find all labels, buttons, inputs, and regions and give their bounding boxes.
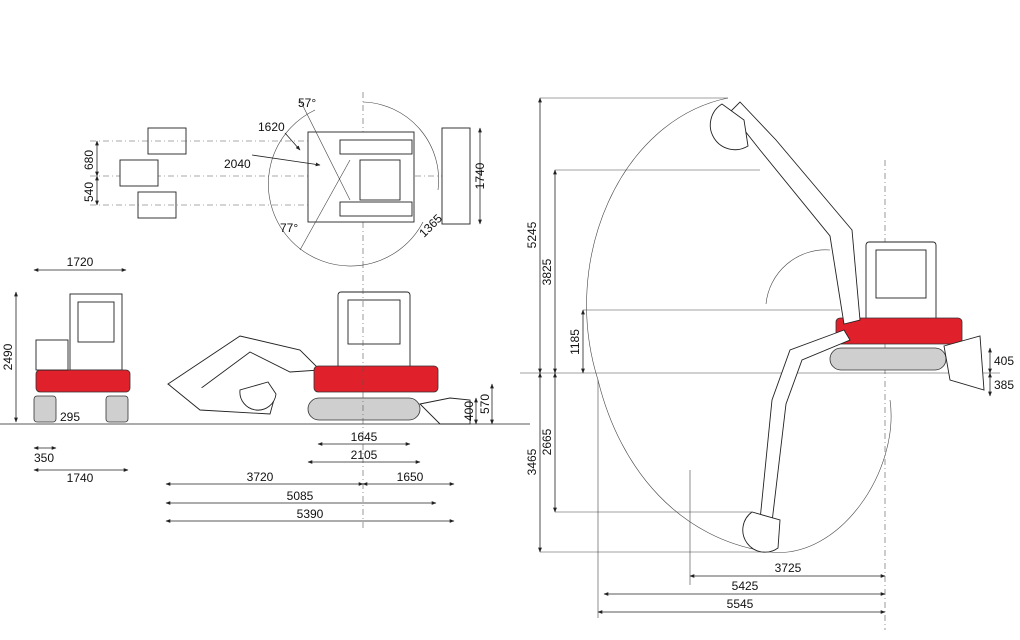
dim-295: 295 (60, 410, 80, 424)
side-boom (166, 335, 322, 393)
boom-angle-line-2 (299, 159, 351, 251)
side-dozer-blade (419, 397, 471, 425)
boom-angle-line (299, 99, 351, 201)
angle-77: 77° (280, 221, 298, 235)
dim-2490: 2490 (1, 343, 15, 370)
bucket-center (119, 159, 159, 187)
dozer-blade-top (441, 127, 471, 225)
swing-arc (268, 109, 424, 267)
boom-raised (729, 101, 861, 325)
dim-1740-top: 1740 (473, 162, 487, 189)
front-view: 1720 2490 295 350 1740 (0, 255, 530, 485)
front-engine-hood (35, 339, 69, 371)
dim-1185: 1185 (568, 329, 582, 355)
dim-5390: 5390 (297, 507, 324, 521)
angle-57: 57° (298, 96, 316, 110)
side-view: 1645 2105 3720 1650 5085 5390 400 570 (165, 262, 494, 530)
track-top-outline (339, 139, 413, 155)
working-range-view: 5245 3825 1185 3465 2665 405 385 3725 54… (520, 97, 1014, 630)
inner-envelope (765, 249, 831, 305)
dim-680: 680 (82, 150, 96, 170)
dim-3720: 3720 (247, 470, 274, 484)
dim-5545: 5545 (727, 597, 754, 611)
bucket-raised (709, 103, 749, 151)
dim-3465: 3465 (525, 448, 539, 475)
range-track (829, 347, 947, 371)
dim-1645: 1645 (351, 430, 378, 444)
dim-1620: 1620 (258, 120, 285, 134)
dim-3825: 3825 (540, 258, 554, 285)
dim-350: 350 (34, 451, 54, 465)
range-dozer-blade (943, 335, 985, 391)
dim-2040-leader (251, 154, 321, 167)
digging-envelope (586, 97, 892, 553)
front-track-left (33, 395, 57, 423)
dim-2665: 2665 (540, 428, 554, 455)
side-cab-window (347, 299, 401, 345)
front-track-right (105, 395, 129, 423)
side-body-red (313, 365, 439, 393)
track-bottom-outline (339, 201, 413, 217)
front-cab-window (77, 301, 115, 343)
range-cab-window (875, 249, 927, 299)
dim-405: 405 (994, 354, 1014, 368)
dim-1650: 1650 (397, 470, 424, 484)
cab-outline (359, 159, 401, 201)
range-body-red (835, 317, 963, 345)
side-track (307, 397, 421, 421)
dim-3725: 3725 (775, 561, 802, 575)
dim-385: 385 (994, 378, 1014, 392)
front-body-red (35, 369, 131, 393)
dim-2040: 2040 (224, 157, 251, 171)
top-view: 680 540 1740 57° 77° 1620 2040 1365 (82, 92, 487, 267)
dim-540: 540 (82, 182, 96, 202)
dim-1365: 1365 (416, 211, 445, 240)
dim-5085: 5085 (287, 489, 314, 503)
dim-2105: 2105 (351, 448, 378, 462)
dim-5425: 5425 (732, 579, 759, 593)
bucket-offset-left (147, 127, 187, 155)
dim-5245: 5245 (525, 221, 539, 248)
dim-1740-front: 1740 (67, 471, 94, 485)
bucket-lowered (742, 511, 781, 553)
tail-swing-arc (362, 101, 439, 191)
dim-1720: 1720 (67, 255, 94, 269)
dim-1620-leader (284, 132, 301, 151)
side-bucket (239, 381, 277, 411)
dim-400: 400 (462, 401, 476, 421)
dim-570: 570 (478, 394, 492, 414)
